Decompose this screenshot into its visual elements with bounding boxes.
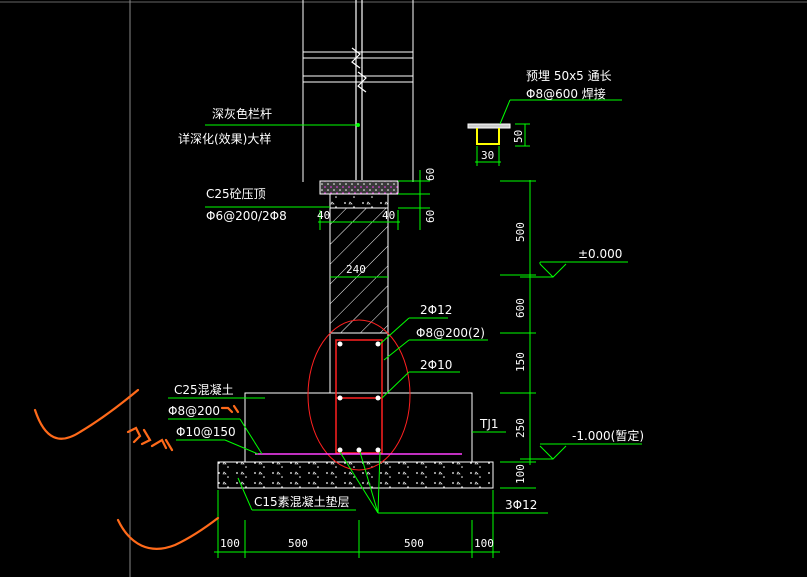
cushion-layer bbox=[217, 461, 494, 489]
label-railing-color: 深灰色栏杆 bbox=[212, 106, 272, 121]
level-markers bbox=[520, 261, 642, 460]
brick-wall bbox=[329, 207, 389, 334]
label-middle-bars: 2Φ10 bbox=[420, 358, 452, 372]
label-cap-concrete: C25砼压顶 bbox=[206, 187, 266, 201]
coping-cap bbox=[319, 180, 399, 209]
label-footing-rebar-2: Φ10@150 bbox=[176, 425, 236, 439]
label-footing-rebar-1: Φ8@200 bbox=[168, 404, 220, 418]
label-embed-plate: 预埋 50x5 通长 bbox=[526, 69, 612, 83]
dim-cap-bottom: 60 bbox=[424, 210, 437, 223]
label-footing-concrete: C25混凝土 bbox=[174, 382, 234, 397]
label-railing-detail: 详深化(效果)大样 bbox=[178, 131, 271, 146]
dim-v-500: 500 bbox=[514, 222, 527, 242]
dimension-lines bbox=[214, 123, 536, 558]
column-rebar bbox=[307, 319, 411, 471]
dim-h-100-left: 100 bbox=[220, 537, 240, 550]
leader-lines bbox=[168, 99, 622, 514]
dim-wall-width: 240 bbox=[346, 263, 366, 276]
level-base: -1.000(暂定) bbox=[572, 428, 644, 443]
label-top-bars: 2Φ12 bbox=[420, 303, 452, 317]
dim-cap-side-left: 40 bbox=[317, 209, 330, 222]
dim-plate-height: 50 bbox=[512, 130, 525, 143]
label-footing-tag: TJ1 bbox=[479, 417, 499, 431]
label-stirrup: Φ8@200(2) bbox=[416, 326, 485, 340]
dim-v-150: 150 bbox=[514, 352, 527, 372]
dim-cap-side-right: 40 bbox=[382, 209, 395, 222]
embed-plate-detail bbox=[467, 123, 511, 145]
label-cap-rebar: Φ6@200/2Φ8 bbox=[206, 209, 287, 223]
dim-v-100: 100 bbox=[514, 464, 527, 484]
label-embed-rebar: Φ8@600 焊接 bbox=[526, 86, 606, 101]
dim-cap-top: 60 bbox=[424, 168, 437, 181]
dim-plate-width: 30 bbox=[481, 149, 494, 162]
text-labels: 深灰色栏杆 详深化(效果)大样 预埋 50x5 通长 Φ8@600 焊接 C25… bbox=[168, 69, 644, 512]
concrete-column bbox=[329, 333, 389, 393]
dim-v-600: 600 bbox=[514, 298, 527, 318]
label-cushion: C15素混凝土垫层 bbox=[254, 494, 350, 509]
dim-h-500-right: 500 bbox=[404, 537, 424, 550]
label-bottom-bars: 3Φ12 bbox=[505, 498, 537, 512]
orange-markup bbox=[33, 388, 240, 550]
level-ground: ±0.000 bbox=[578, 247, 622, 261]
dim-h-500-left: 500 bbox=[288, 537, 308, 550]
railing-column bbox=[302, 0, 414, 182]
footing bbox=[244, 392, 473, 463]
dimension-text: 30 50 60 60 40 40 240 500 600 150 250 10… bbox=[220, 130, 527, 550]
dim-h-100-right: 100 bbox=[474, 537, 494, 550]
dim-v-250: 250 bbox=[514, 418, 527, 438]
